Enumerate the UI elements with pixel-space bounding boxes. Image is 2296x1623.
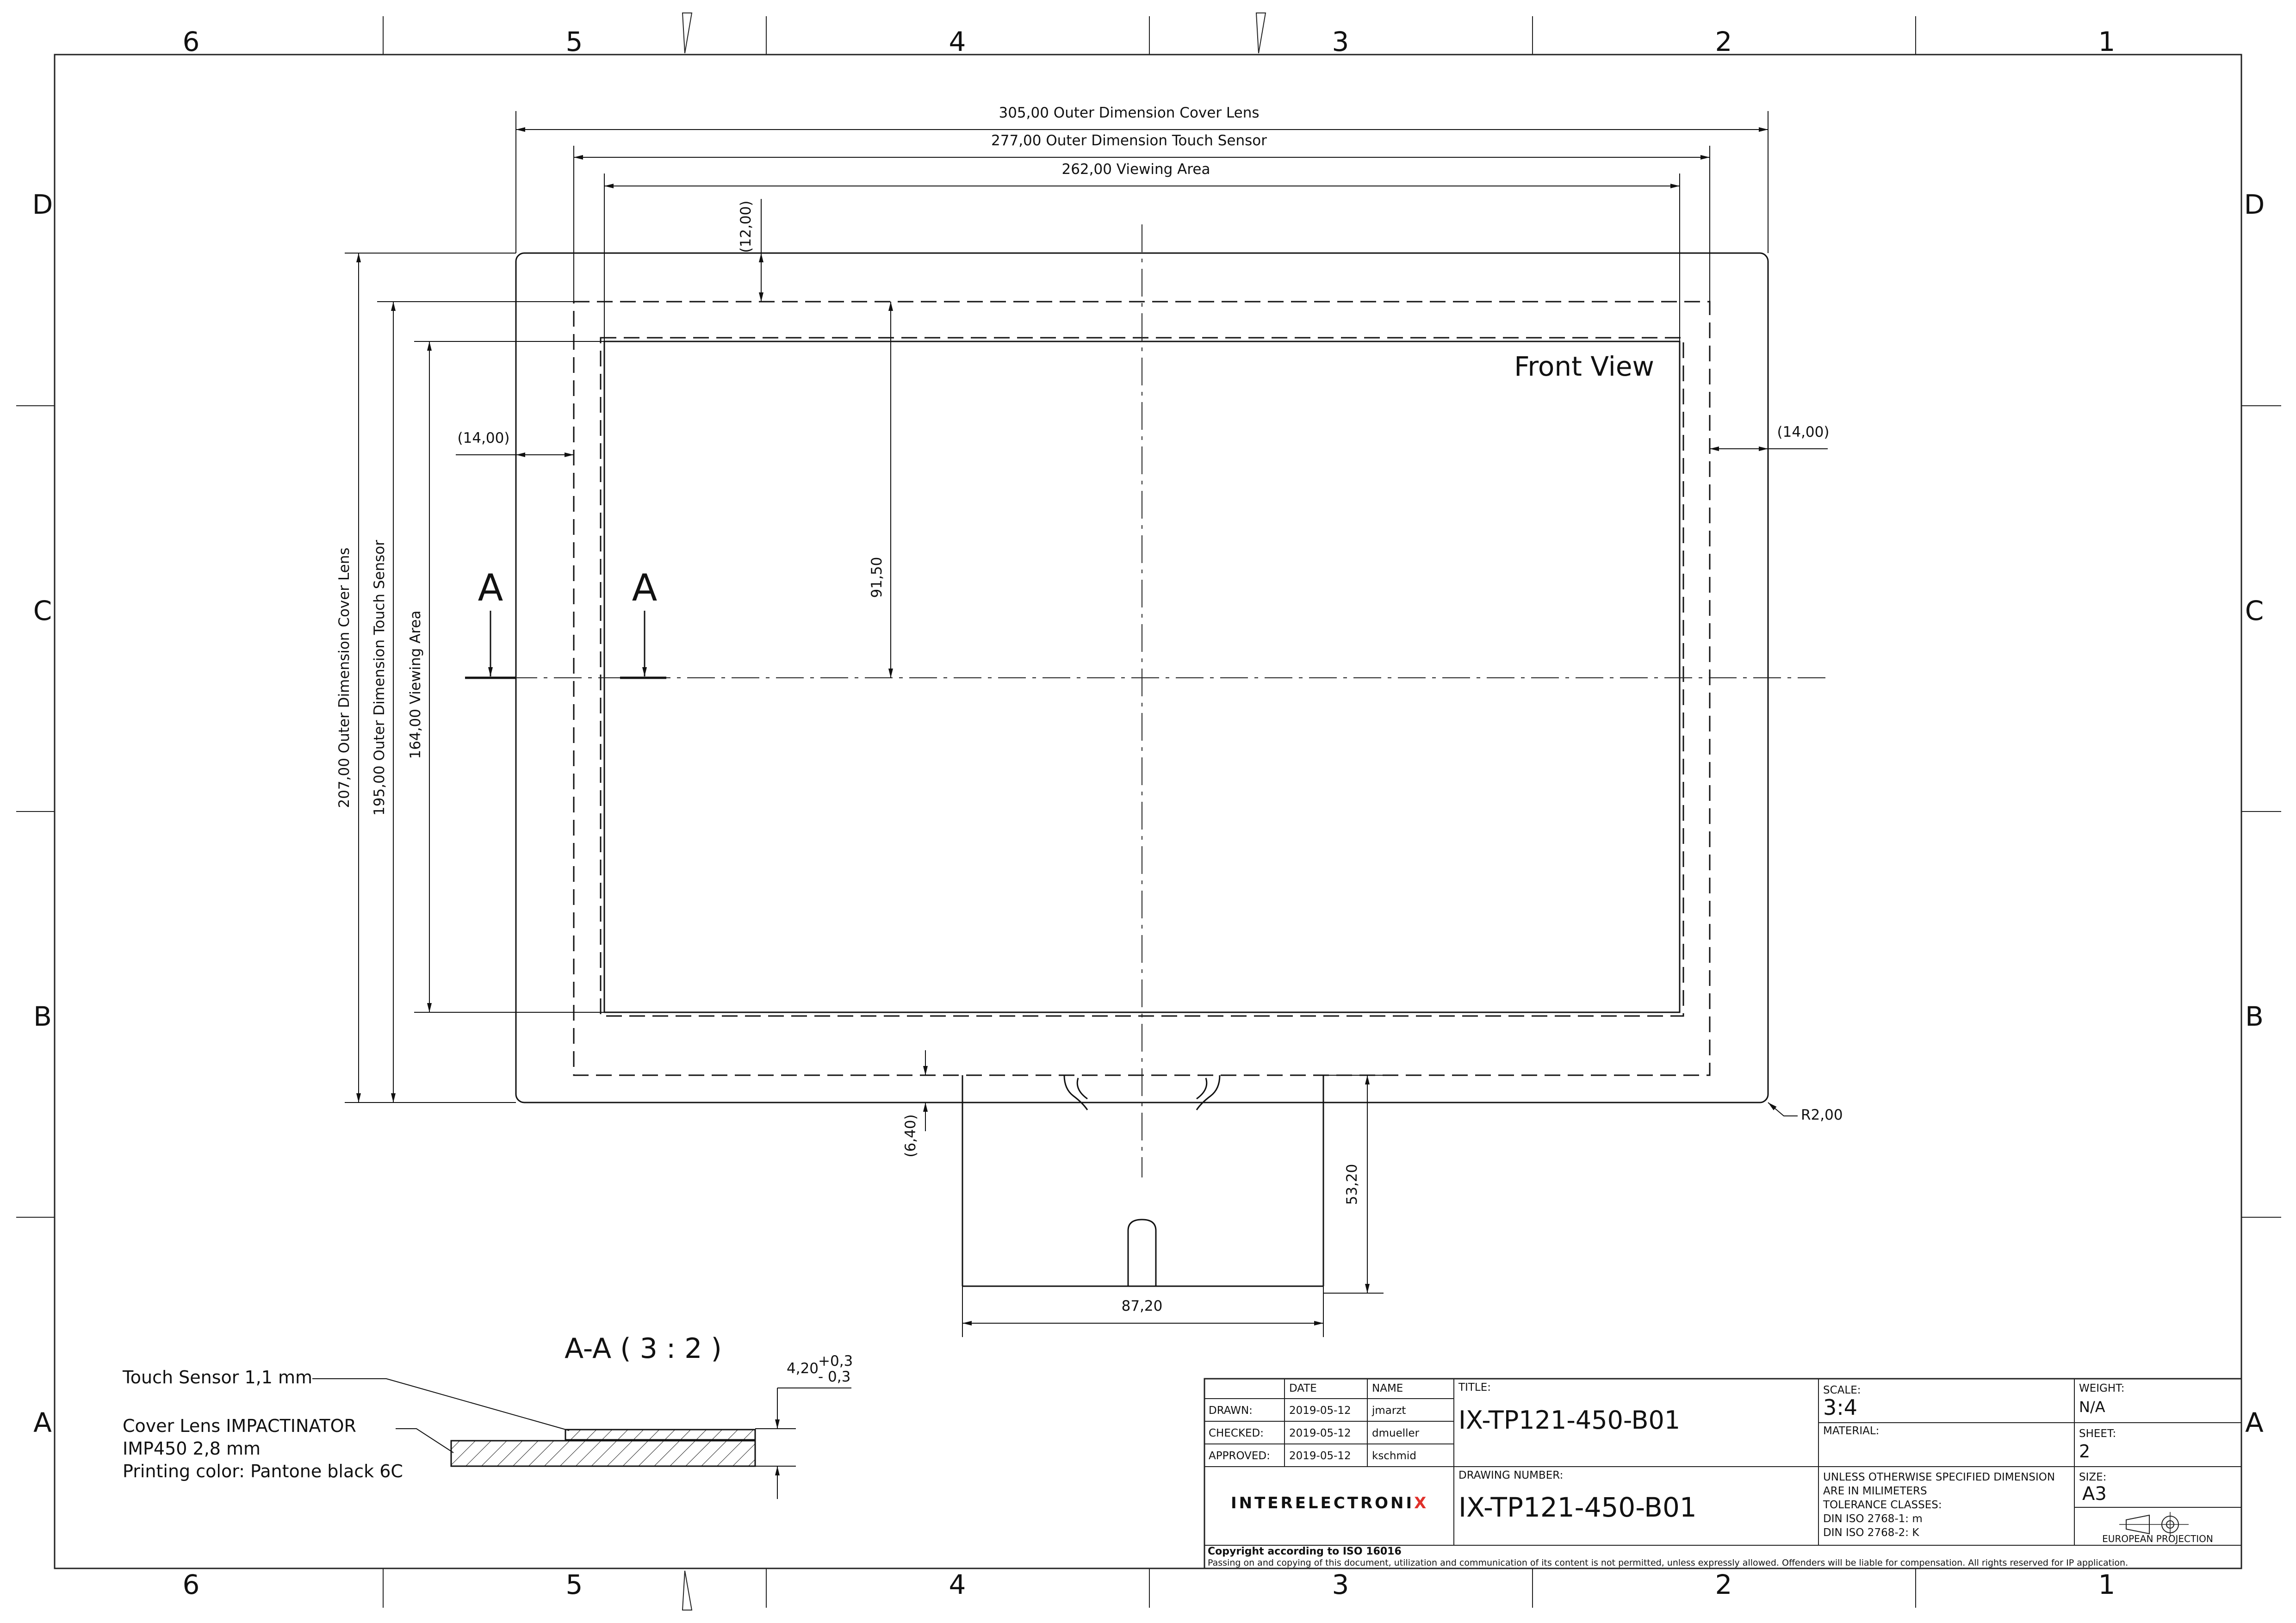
dim-top-margin: (12,00) [738,201,754,253]
tb-col-date: DATE [1289,1382,1317,1394]
tb-tol-4: DIN ISO 2768-1: m [1823,1513,1923,1525]
tb-sheet-label: SHEET: [2079,1428,2116,1440]
tb-drawn-name: jmarzt [1371,1405,1406,1417]
zone-row-right-c: C [2245,595,2264,626]
zone-row-left-c: C [33,595,52,626]
zone-row-left-d: D [32,189,53,220]
dim-touch-sensor-height: 195,00 Outer Dimension Touch Sensor [371,540,388,816]
viewing-area-inner [603,341,1681,1013]
dim-cover-lens-height: 207,00 Outer Dimension Cover Lens [336,547,353,808]
tb-tol-3: TOLERANCE CLASSES: [1823,1499,1942,1511]
zone-col-bottom-6: 6 [183,1569,200,1600]
dim-tail-width: 87,20 [1122,1298,1163,1314]
tb-sheet-value: 2 [2079,1441,2090,1462]
tb-scale-label: SCALE: [1823,1384,1861,1396]
label-cover-lens-1: Cover Lens IMPACTINATOR [123,1416,356,1436]
tb-drawn-label: DRAWN: [1209,1405,1253,1417]
dim-tail-length: 53,20 [1344,1164,1360,1205]
zone-col-bottom-5: 5 [566,1569,583,1600]
dim-left-margin: (14,00) [458,430,510,446]
label-touch-sensor: Touch Sensor 1,1 mm [122,1367,312,1388]
cover-lens-layer [450,1440,756,1467]
zone-row-right-a: A [2245,1407,2264,1438]
label-cover-lens-3: Printing color: Pantone black 6C [123,1461,403,1481]
title-block [1204,1378,2242,1569]
tb-copyright-title: Copyright according to ISO 16016 [1208,1546,1402,1557]
zone-row-right-d: D [2244,189,2265,220]
tb-checked-label: CHECKED: [1209,1427,1264,1439]
tb-size-value: A3 [2082,1483,2107,1505]
section-tol-minus: - 0,3 [818,1369,850,1385]
tb-weight-value: N/A [2079,1398,2105,1416]
zone-col-top-6: 6 [183,26,200,57]
fpc-tail-outline [962,1075,1324,1287]
tb-title-value: IX-TP121-450-B01 [1458,1406,1680,1435]
tb-title-label: TITLE: [1458,1381,1491,1394]
zone-col-top-1: 1 [2098,26,2116,57]
dim-viewing-area-width: 262,00 Viewing Area [1061,161,1210,178]
horizontal-dimensions [456,111,1828,1337]
zone-col-top-2: 2 [1715,26,1732,57]
zone-col-top-4: 4 [949,26,966,57]
touch-sensor-layer [565,1429,756,1441]
dim-bottom-margin: (6,40) [902,1114,919,1157]
zone-col-bottom-4: 4 [949,1569,966,1600]
dim-right-margin: (14,00) [1777,424,1830,440]
section-marker-left: A [478,566,503,609]
horizontal-dimension-labels: 305,00 Outer Dimension Cover Lens 277,00… [458,105,1843,1314]
dim-cover-lens-width: 305,00 Outer Dimension Cover Lens [999,105,1259,121]
tb-tol-1: UNLESS OTHERWISE SPECIFIED DIMENSION [1823,1471,2055,1483]
tb-material-label: MATERIAL: [1823,1425,1879,1437]
vertical-dimension-labels: 207,00 Outer Dimension Cover Lens 195,00… [336,201,1360,1205]
tb-weight-label: WEIGHT: [2079,1382,2124,1394]
zone-row-left-a: A [33,1407,52,1438]
tb-checked-date: 2019-05-12 [1289,1427,1351,1439]
tb-drawing-number-value: IX-TP121-450-B01 [1458,1492,1697,1523]
tb-col-name: NAME [1372,1382,1403,1394]
tb-tol-2: ARE IN MILIMETERS [1823,1485,1927,1497]
zone-col-top-5: 5 [566,26,583,57]
tb-copyright-text: Passing on and copying of this document,… [1208,1558,2128,1568]
vertical-dimensions [345,199,1384,1294]
section-thickness: 4,20 [787,1360,819,1377]
section-marker-right: A [632,566,658,609]
tb-drawing-number-label: DRAWING NUMBER: [1458,1469,1563,1481]
zone-row-left-b: B [33,1001,52,1032]
tb-approved-date: 2019-05-12 [1289,1450,1351,1462]
front-view [465,224,1828,1287]
company-logo: INTERELECTRONIX [1231,1494,1428,1512]
zone-col-bottom-2: 2 [1715,1569,1732,1600]
zone-col-top-3: 3 [1332,26,1349,57]
section-tol-plus: +0,3 [818,1353,853,1369]
dim-touch-sensor-width: 277,00 Outer Dimension Touch Sensor [991,132,1267,149]
tb-approved-label: APPROVED: [1209,1450,1270,1462]
tb-scale-value: 3:4 [1823,1395,1857,1420]
section-aa-detail: A-A ( 3 : 2 ) 4,20 +0,3 - 0,3 Touch Sens… [122,1332,853,1499]
title-block-text: DATE NAME DRAWN: 2019-05-12 jmarzt CHECK… [1208,1381,2213,1568]
dim-corner-radius: R2,00 [1801,1107,1843,1123]
section-markers [465,611,666,679]
dim-center-offset: 91,50 [869,557,885,598]
tb-size-label: SIZE: [2079,1471,2106,1483]
tb-tol-5: DIN ISO 2768-2: K [1823,1527,1919,1539]
sheet-frame [16,12,2281,1611]
zone-row-right-b: B [2245,1001,2264,1032]
tb-drawn-date: 2019-05-12 [1289,1405,1351,1417]
zone-col-bottom-3: 3 [1332,1569,1349,1600]
zone-col-bottom-1: 1 [2098,1569,2116,1600]
section-title: A-A ( 3 : 2 ) [565,1332,722,1365]
tb-checked-name: dmueller [1372,1427,1420,1439]
zone-labels: 6 5 4 3 2 1 6 5 4 3 2 1 D C B A D C B A [32,26,2265,1600]
tb-approved-name: kschmid [1372,1450,1416,1462]
dim-viewing-area-height: 164,00 Viewing Area [407,610,424,759]
label-cover-lens-2: IMP450 2,8 mm [123,1438,261,1459]
front-view-label: Front View [1514,351,1654,382]
tb-projection-label: EUROPEAN PROJECTION [2102,1533,2213,1544]
